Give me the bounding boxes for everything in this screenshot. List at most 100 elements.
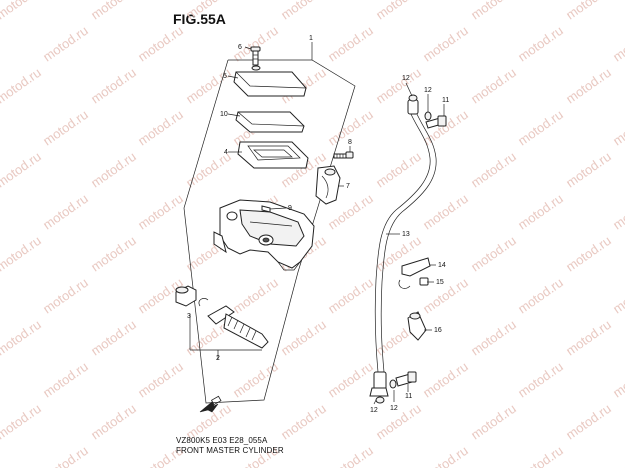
master-cylinder-body <box>213 199 315 271</box>
watermark-text: motod.ru <box>40 191 91 233</box>
watermark-text: motod.ru <box>610 107 625 149</box>
gasket-3 <box>375 396 385 404</box>
watermark-text: motod.ru <box>88 401 139 443</box>
circlip <box>198 298 209 307</box>
front-direction-arrow-icon <box>199 395 222 413</box>
watermark-text: motod.ru <box>135 359 186 401</box>
union-bolt-lower <box>395 371 417 387</box>
watermark-text: motod.ru <box>325 359 376 401</box>
callout-labels: 1 2 3 4 5 6 7 8 9 10 11 11 12 12 12 12 1… <box>187 35 449 414</box>
watermark-text: motod.ru <box>420 443 471 468</box>
watermark-text: motod.ru <box>40 23 91 65</box>
piston-cup <box>175 285 197 307</box>
watermark-text: motod.ru <box>515 443 566 468</box>
watermark-text: motod.ru <box>468 0 519 22</box>
callout-7: 7 <box>346 183 350 190</box>
watermark-text: motod.ru <box>610 275 625 317</box>
watermark-text: motod.ru <box>40 443 91 468</box>
watermark-text: motod.ru <box>183 65 234 107</box>
hose-guide <box>407 311 427 341</box>
watermark-text: motod.ru <box>325 275 376 317</box>
gasket-4 <box>389 379 397 389</box>
callout-6: 6 <box>238 44 242 51</box>
piston-set <box>207 305 269 349</box>
watermark-text: motod.ru <box>135 191 186 233</box>
watermark-text: motod.ru <box>373 401 424 443</box>
watermark-text: motod.ru <box>563 65 614 107</box>
watermark-text: motod.ru <box>88 149 139 191</box>
watermark-text: motod.ru <box>610 359 625 401</box>
figure-name: FRONT MASTER CYLINDER <box>176 446 284 455</box>
watermark-text: motod.ru <box>40 359 91 401</box>
brake-hose <box>369 99 437 397</box>
callout-12-a: 12 <box>402 75 410 82</box>
watermark-text: motod.ru <box>420 191 471 233</box>
callout-16: 16 <box>434 327 442 334</box>
plate <box>235 111 305 133</box>
union-bolt-upper <box>425 115 447 129</box>
callout-2: 2 <box>216 355 220 362</box>
watermark-text: motod.ru <box>88 65 139 107</box>
watermark-text: motod.ru <box>515 359 566 401</box>
watermark-text: motod.ru <box>515 23 566 65</box>
watermark-text: motod.ru <box>515 191 566 233</box>
hose-clamp <box>398 257 431 289</box>
watermark-text: motod.ru <box>88 233 139 275</box>
callout-10: 10 <box>220 111 228 118</box>
clamp-bolt <box>333 151 354 159</box>
watermark-text: motod.ru <box>40 275 91 317</box>
watermark-text: motod.ru <box>88 317 139 359</box>
watermark-text: motod.ru <box>230 275 281 317</box>
callout-1: 1 <box>309 35 313 42</box>
figure-code: VZ800K5 E03 E28_055A <box>176 436 268 445</box>
watermark-text: motod.ru <box>563 149 614 191</box>
watermark-text: motod.ru <box>610 23 625 65</box>
watermark-text: motod.ru <box>563 317 614 359</box>
watermark-text: motod.ru <box>0 317 44 359</box>
watermark-text: motod.ru <box>135 107 186 149</box>
watermark-text: motod.ru <box>0 233 44 275</box>
watermark-text: motod.ru <box>0 149 44 191</box>
watermark-text: motod.ru <box>373 149 424 191</box>
watermark-text: motod.ru <box>0 401 44 443</box>
watermark-text: motod.ru <box>468 149 519 191</box>
watermark-text: motod.ru <box>0 0 44 22</box>
callout-5: 5 <box>223 73 227 80</box>
callout-12-d: 12 <box>390 405 398 412</box>
watermark-text: motod.ru <box>468 317 519 359</box>
callout-15: 15 <box>436 279 444 286</box>
callout-8: 8 <box>348 139 352 146</box>
watermark-text: motod.ru <box>420 23 471 65</box>
watermark-text: motod.ru <box>278 317 329 359</box>
clamp-screw <box>419 277 429 286</box>
callout-14: 14 <box>438 262 446 269</box>
callout-13: 13 <box>402 231 410 238</box>
watermark-text: motod.ru <box>610 443 625 468</box>
figure-title: FIG.55A <box>173 11 226 27</box>
diaphragm <box>237 141 309 169</box>
watermark-text: motod.ru <box>88 0 139 22</box>
switch-screw <box>261 205 271 213</box>
watermark-text: motod.ru <box>0 65 44 107</box>
gasket-1 <box>408 94 418 102</box>
cap-screw <box>250 46 261 66</box>
gasket-2 <box>424 111 432 121</box>
watermark-text: motod.ru <box>563 401 614 443</box>
assembly-frame <box>183 59 356 404</box>
callout-12-c: 12 <box>370 407 378 414</box>
watermark-text: motod.ru <box>563 0 614 22</box>
watermark-text: motod.ru <box>40 107 91 149</box>
watermark-text: motod.ru <box>420 359 471 401</box>
reservoir-cap <box>233 65 307 97</box>
watermark-text: motod.ru <box>563 233 614 275</box>
callout-3: 3 <box>187 313 191 320</box>
watermark-text: motod.ru <box>325 443 376 468</box>
watermark-text: motod.ru <box>183 0 234 22</box>
watermark-text: motod.ru <box>515 107 566 149</box>
callout-11-lower: 11 <box>405 393 412 400</box>
watermark-text: motod.ru <box>278 0 329 22</box>
handlebar-clamp <box>315 165 341 205</box>
callout-12-b: 12 <box>424 87 432 94</box>
callout-4: 4 <box>224 149 228 156</box>
